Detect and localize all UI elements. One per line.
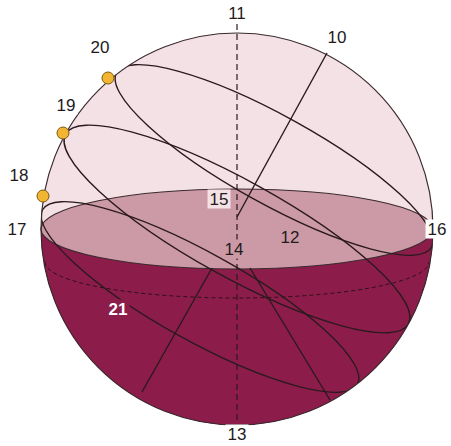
polar-axis (237, 53, 327, 217)
callout-number: 10 (326, 28, 349, 47)
circle-line (142, 268, 212, 392)
zenith-nadir-axis (236, 24, 237, 424)
circle-line (250, 268, 330, 400)
callout-number: 17 (6, 220, 29, 239)
sun-dot (102, 72, 114, 84)
callout-number: 12 (279, 228, 302, 247)
callout-number: 11 (226, 4, 248, 23)
diurnal-circle (21, 171, 379, 422)
sun-dot (37, 190, 49, 202)
callout-number: 20 (89, 38, 112, 57)
callout-number: 18 (8, 166, 31, 185)
callout-number: 14 (223, 240, 246, 259)
callout-number: 15 (208, 190, 231, 209)
diurnal-circle (95, 34, 451, 285)
callout-number: 13 (226, 425, 249, 444)
callout-number: 19 (55, 96, 78, 115)
sun-dot (57, 127, 69, 139)
callout-number: 16 (426, 220, 449, 239)
callout-number: 21 (107, 300, 130, 319)
